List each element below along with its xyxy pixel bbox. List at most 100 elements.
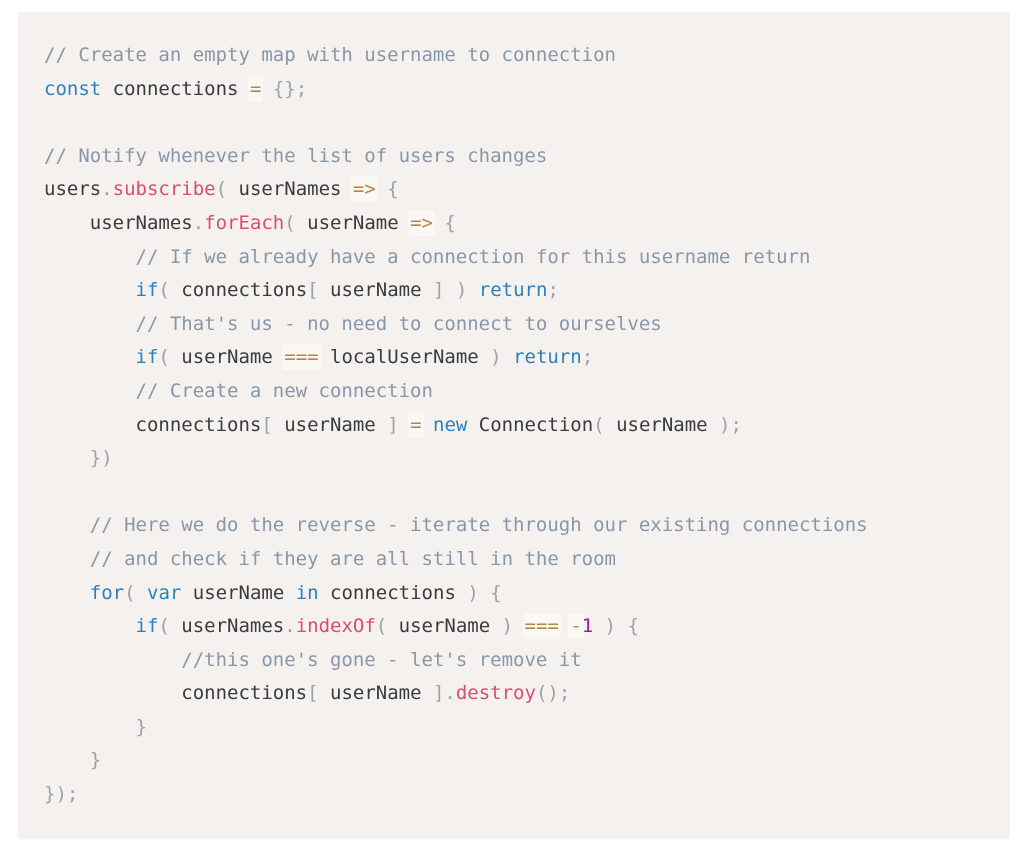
token-plain: userName xyxy=(318,279,433,302)
token-punctuation: ( xyxy=(158,346,170,369)
token-plain xyxy=(44,649,181,671)
token-punctuation: }) xyxy=(44,447,113,470)
page: { "palette": { "page_bg": "#ffffff", "bl… xyxy=(0,12,1024,853)
code-line: // Notify whenever the list of users cha… xyxy=(44,140,986,174)
token-plain xyxy=(44,749,90,771)
code-line: // Here we do the reverse - iterate thro… xyxy=(44,509,986,543)
token-plain xyxy=(593,615,604,637)
token-punctuation: ) xyxy=(455,279,468,302)
token-punctuation: [ xyxy=(307,682,319,705)
token-punctuation: }); xyxy=(44,783,79,806)
token-plain xyxy=(44,346,136,368)
code-line: if( connections[ userName ] ) return; xyxy=(44,274,986,308)
token-plain xyxy=(44,246,136,268)
token-plain: connections xyxy=(318,581,468,604)
token-plain: userName xyxy=(181,581,296,604)
token-plain xyxy=(376,178,387,200)
token-punctuation: ( xyxy=(124,581,136,604)
token-plain: userNames xyxy=(169,615,285,638)
token-punctuation: } xyxy=(135,715,147,738)
token-plain: userName xyxy=(272,413,388,436)
code-line: } xyxy=(44,744,986,778)
token-plain xyxy=(559,615,570,637)
token-punctuation: ; xyxy=(558,682,571,705)
token-punctuation: {}; xyxy=(272,77,308,100)
token-punctuation: ] xyxy=(432,279,445,302)
code-line: // and check if they are all still in th… xyxy=(44,543,986,577)
token-punctuation: ) xyxy=(604,615,617,638)
token-punctuation: ( xyxy=(284,211,296,234)
token-punctuation: . xyxy=(284,615,296,638)
token-punctuation: ) xyxy=(490,346,502,369)
token-plain xyxy=(513,615,524,637)
token-operator: === xyxy=(524,615,559,638)
token-function: forEach xyxy=(204,211,285,234)
token-punctuation: [ xyxy=(261,413,273,436)
token-plain: userName xyxy=(295,211,411,234)
token-punctuation: ( xyxy=(158,279,170,302)
token-punctuation: ; xyxy=(547,279,559,302)
token-plain xyxy=(44,582,90,604)
token-plain xyxy=(44,380,136,402)
token-punctuation: ( xyxy=(158,615,170,638)
token-punctuation: ) xyxy=(467,581,479,604)
code-line: }); xyxy=(44,778,986,812)
token-punctuation: . xyxy=(192,211,205,234)
token-operator: === xyxy=(284,346,319,369)
code-line: if( userName === localUserName ) return; xyxy=(44,341,986,375)
code-line: if( userNames.indexOf( userName ) === -1… xyxy=(44,610,986,644)
token-function: indexOf xyxy=(295,615,376,638)
token-plain xyxy=(433,212,444,234)
code-line: for( var userName in connections ) { xyxy=(44,577,986,611)
token-punctuation: [ xyxy=(307,279,319,302)
token-plain xyxy=(44,548,90,570)
token-comment: // Here we do the reverse - iterate thro… xyxy=(89,514,868,537)
token-plain: connections xyxy=(44,682,308,705)
token-punctuation: ] xyxy=(387,413,399,436)
token-plain xyxy=(479,582,490,604)
token-comment: // and check if they are all still in th… xyxy=(89,547,616,570)
token-plain: Connection xyxy=(467,413,594,436)
token-punctuation: { xyxy=(627,615,640,638)
token-plain: connections xyxy=(169,279,308,302)
token-punctuation: ; xyxy=(581,346,594,369)
code-line: //this one's gone - let's remove it xyxy=(44,644,986,678)
token-function: destroy xyxy=(455,682,536,705)
token-keyword: if xyxy=(135,279,159,302)
token-keyword: var xyxy=(147,581,182,604)
code-block: // Create an empty map with username to … xyxy=(18,12,1010,839)
token-plain: userName xyxy=(604,413,720,436)
token-comment: // If we already have a connection for t… xyxy=(135,245,811,268)
token-punctuation: ) xyxy=(719,413,731,436)
token-plain: userName xyxy=(387,615,502,638)
token-punctuation: { xyxy=(444,211,456,234)
token-plain: connections xyxy=(44,413,262,436)
token-keyword: in xyxy=(295,581,319,604)
token-keyword: if xyxy=(135,615,159,638)
token-plain xyxy=(44,514,90,536)
token-keyword: for xyxy=(89,581,125,604)
token-operator: = xyxy=(410,413,422,436)
code-line: // Create a new connection xyxy=(44,375,986,409)
code-line: // If we already have a connection for t… xyxy=(44,241,986,275)
token-plain: localUserName xyxy=(318,346,491,369)
code-line: userNames.forEach( userName => { xyxy=(44,207,986,241)
code-line: } xyxy=(44,711,986,745)
token-keyword: return xyxy=(478,279,548,302)
token-plain xyxy=(399,414,410,436)
token-operator: => xyxy=(410,211,433,234)
token-punctuation: ) xyxy=(501,615,514,638)
token-punctuation: () xyxy=(535,682,559,705)
token-plain xyxy=(261,78,272,100)
token-plain xyxy=(44,279,136,301)
token-plain xyxy=(616,615,627,637)
token-punctuation: { xyxy=(387,178,399,201)
token-comment: // That's us - no need to connect to our… xyxy=(135,312,662,335)
token-comment: // Notify whenever the list of users cha… xyxy=(44,144,548,167)
token-operator: = xyxy=(249,77,262,100)
token-plain: users xyxy=(44,178,102,201)
token-plain: userNames xyxy=(44,211,193,234)
token-punctuation: ( xyxy=(593,413,605,436)
token-plain: userNames xyxy=(227,178,353,201)
token-keyword: return xyxy=(513,346,582,369)
